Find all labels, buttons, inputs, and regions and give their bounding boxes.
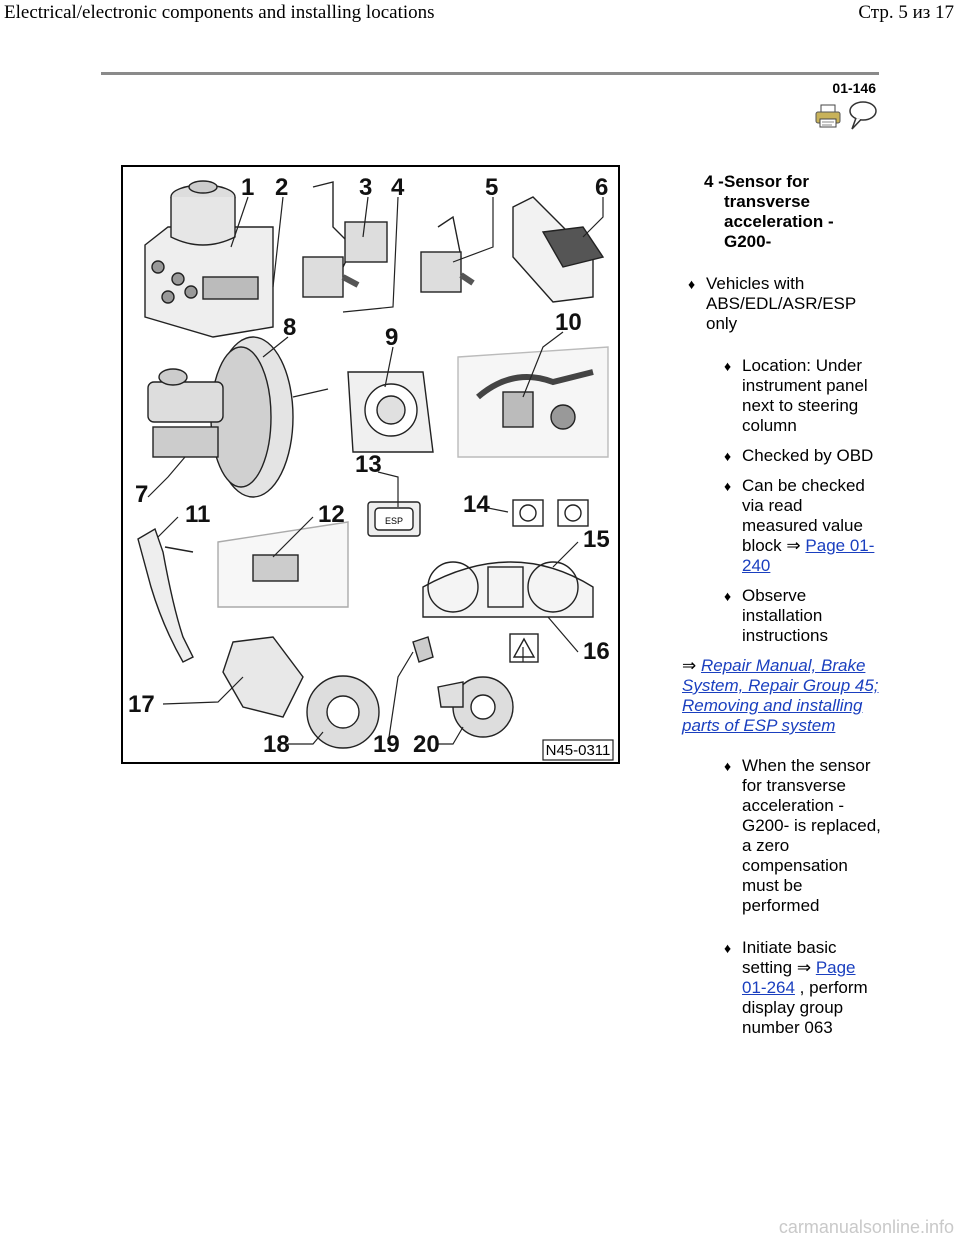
component-title: Sensor for transverse acceleration - G20…	[724, 172, 834, 251]
header-rule	[101, 72, 879, 75]
steering-angle-sensor	[347, 371, 434, 453]
sensor-bracket	[420, 215, 475, 293]
page-number: 01-146	[832, 80, 876, 96]
component-description: 4 - Sensor for transverse acceleration -…	[682, 172, 882, 1038]
callout-3: 3	[359, 174, 372, 201]
callout-19: 19	[373, 731, 400, 758]
wheel-bearing-housing	[222, 636, 380, 749]
callout-16: 16	[583, 638, 610, 665]
initiate-text: Initiate basic setting	[742, 938, 837, 977]
speech-bubble-icon[interactable]	[846, 99, 878, 131]
transverse-acceleration-sensor	[302, 181, 388, 298]
esp-button-label: ESP	[385, 516, 403, 526]
callout-18: 18	[263, 731, 290, 758]
callout-17: 17	[128, 691, 155, 718]
bullet-when-replaced: When the sensor for transverse accelerat…	[718, 756, 882, 916]
abs-hydraulic-unit	[144, 180, 274, 338]
callout-12: 12	[318, 501, 345, 528]
callout-20: 20	[413, 731, 440, 758]
initiate-tail: , perform display group number 063	[742, 978, 868, 1037]
engine-compartment	[457, 346, 609, 458]
page-link-01-240[interactable]: Page 01-240	[742, 536, 875, 575]
repair-manual-reference: ⇒ Repair Manual, Brake System, Repair Gr…	[682, 656, 882, 736]
figure-code: N45-0311	[546, 742, 611, 759]
bullet-initiate: Initiate basic setting ⇒ Page 01-264 , p…	[718, 938, 882, 1038]
callout-15: 15	[583, 526, 610, 553]
arrow-glyph: ⇒	[796, 958, 812, 978]
page-counter: Стр. 5 из 17	[858, 2, 954, 23]
callout-1: 1	[241, 174, 254, 201]
document-title: Electrical/electronic components and ins…	[4, 2, 435, 23]
callout-8: 8	[283, 314, 296, 341]
bullet-observe: Observe installation instructions	[718, 586, 882, 646]
callout-10: 10	[555, 309, 582, 336]
callout-7: 7	[135, 481, 148, 508]
bullet-location: Location: Under instrument panel next to…	[718, 356, 882, 436]
page-link-01-264[interactable]: Page 01-264	[742, 958, 856, 997]
bullet-can-be-checked: Can be checked via read measured value b…	[718, 476, 882, 576]
esp-button	[367, 501, 421, 537]
callout-9: 9	[385, 324, 398, 351]
esp-warning-lamp	[509, 633, 539, 663]
callout-13: 13	[355, 451, 382, 478]
diagnostic-connector	[217, 521, 349, 608]
component-number: 4 -	[704, 172, 724, 191]
bullet-vehicles: Vehicles with ABS/EDL/ASR/ESP only	[682, 274, 882, 334]
arrow-glyph: ⇒	[682, 656, 697, 676]
wheel-hub	[412, 636, 514, 738]
watermark-footer: carmanualsonline.info	[778, 1217, 954, 1237]
callout-4: 4	[391, 174, 405, 201]
brake-booster	[147, 336, 329, 498]
instrument-cluster	[422, 561, 594, 618]
brake-pedal	[137, 527, 194, 663]
callout-6: 6	[595, 174, 608, 201]
yaw-rate-sensor	[512, 196, 605, 303]
callout-2: 2	[275, 174, 288, 201]
warning-lamps	[512, 499, 589, 527]
component-heading: 4 - Sensor for transverse acceleration -…	[682, 172, 882, 252]
bullet-checked: Checked by OBD	[718, 446, 882, 466]
arrow-glyph: ⇒	[786, 536, 801, 556]
callout-11: 11	[185, 501, 210, 528]
printer-icon[interactable]	[815, 104, 841, 128]
repair-manual-link[interactable]: Repair Manual, Brake System, Repair Grou…	[682, 656, 879, 735]
callout-5: 5	[485, 174, 498, 201]
can-be-checked-text: Can be checked via read measured value b…	[742, 476, 865, 555]
callout-14: 14	[463, 491, 490, 518]
